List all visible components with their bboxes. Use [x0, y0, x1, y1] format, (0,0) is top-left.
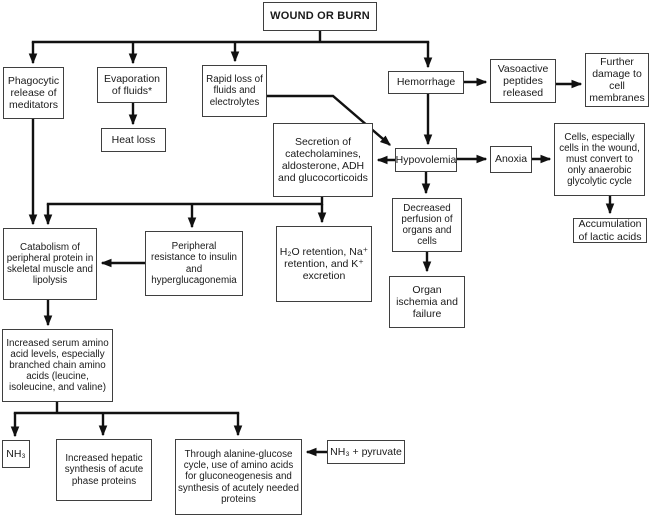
node-peripheral-resistance: Peripheral resistance to insulin and hyp… [145, 231, 243, 296]
edge-serum-branch [13, 400, 240, 415]
node-organ-ischemia: Organ ischemia and failure [389, 276, 465, 328]
node-vasoactive-peptides: Vasoactive peptides released [490, 59, 556, 103]
node-accumulation-lactic-acids: Accumulation of lactic acids [573, 218, 647, 243]
edge-secretion-branch [46, 195, 324, 206]
node-h2o-retention: H₂O retention, Na⁺ retention, and K⁺ exc… [276, 226, 372, 302]
node-nh3-pyruvate: NH₃ + pyruvate [327, 440, 405, 464]
node-hepatic-synthesis: Increased hepatic synthesis of acute pha… [56, 439, 152, 501]
node-hemorrhage: Hemorrhage [388, 71, 464, 94]
node-phagocytic-release: Phagocytic release of meditators [3, 67, 64, 119]
node-evaporation-of-fluids: Evaporation of fluids* [97, 67, 167, 103]
node-catabolism: Catabolism of peripheral protein in skel… [3, 228, 97, 300]
node-hypovolemia: Hypovolemia [395, 148, 457, 172]
edge-top-branch [31, 29, 430, 44]
node-increased-serum-amino: Increased serum amino acid levels, espec… [2, 329, 113, 402]
node-nh3: NH₃ [2, 440, 30, 468]
node-heat-loss: Heat loss [101, 128, 166, 152]
node-rapid-loss: Rapid loss of fluids and electrolytes [202, 65, 267, 117]
node-cells-anaerobic: Cells, especially cells in the wound, mu… [554, 123, 645, 196]
node-further-damage: Further damage to cell membranes [585, 53, 649, 107]
node-anoxia: Anoxia [490, 146, 532, 173]
node-alanine-glucose-cycle: Through alanine-glucose cycle, use of am… [175, 439, 302, 515]
node-secretion-catecholamines: Secretion of catecholamines, aldosterone… [273, 123, 373, 197]
node-wound-or-burn: WOUND OR BURN [263, 2, 377, 31]
node-decreased-perfusion: Decreased perfusion of organs and cells [392, 198, 462, 252]
